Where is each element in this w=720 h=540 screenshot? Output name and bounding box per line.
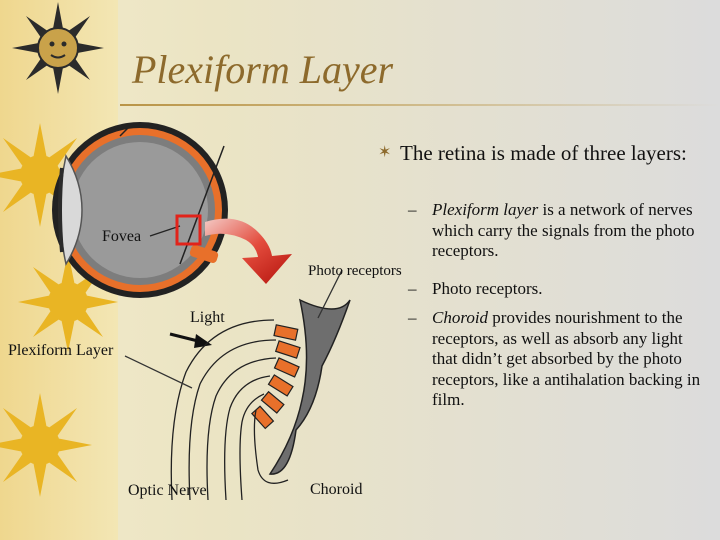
photo-receptors-pointer-line: [317, 269, 343, 319]
label-plexiform-layer: Plexiform Layer: [8, 342, 114, 359]
sub-item-choroid: – Choroid provides nourishment to the re…: [408, 308, 708, 411]
label-photo-receptors: Photo receptors: [308, 263, 402, 279]
main-bullet-text: The retina is made of three layers:: [400, 141, 687, 165]
label-optic-nerve: Optic Nerve: [128, 482, 207, 499]
dash-marker: –: [408, 200, 417, 219]
nerve-fibers: [170, 319, 289, 501]
title-divider: [120, 104, 720, 106]
sun-icon: [18, 252, 118, 352]
choroid-layer: [268, 298, 351, 475]
fovea-highlight-box: [175, 214, 202, 246]
label-fovea: Fovea: [102, 228, 142, 245]
label-choroid: Choroid: [310, 481, 363, 498]
eyeball-icon: [52, 122, 228, 298]
curved-arrow-icon: [205, 218, 292, 284]
sub-item-text: provides nourishment to the receptors, a…: [432, 308, 701, 409]
sub-item-plexiform: – Plexiform layer is a network of nerves…: [408, 200, 708, 262]
sun-icon: [0, 393, 92, 497]
main-bullet: ✶ The retina is made of three layers:: [378, 139, 698, 167]
sub-item-text: Photo receptors.: [432, 279, 543, 298]
sub-item-photoreceptors: – Photo receptors.: [408, 279, 708, 300]
label-light: Light: [190, 309, 225, 326]
star-bullet-icon: ✶: [378, 144, 392, 161]
term-choroid: Choroid: [432, 308, 489, 327]
slide-title: Plexiform Layer: [132, 47, 394, 92]
photo-receptor-cells: [251, 324, 301, 430]
light-arrow-icon: [169, 332, 212, 348]
eye-pointer-line: [119, 125, 131, 137]
dash-marker: –: [408, 279, 417, 298]
plexiform-pointer-line: [124, 355, 193, 389]
sub-item-text: is a network of nerves which carry the s…: [432, 200, 695, 260]
term-plexiform: Plexiform layer: [432, 200, 539, 219]
dash-marker: –: [408, 308, 417, 327]
fovea-pointer-line: [149, 225, 181, 237]
sun-icon: [12, 2, 104, 94]
